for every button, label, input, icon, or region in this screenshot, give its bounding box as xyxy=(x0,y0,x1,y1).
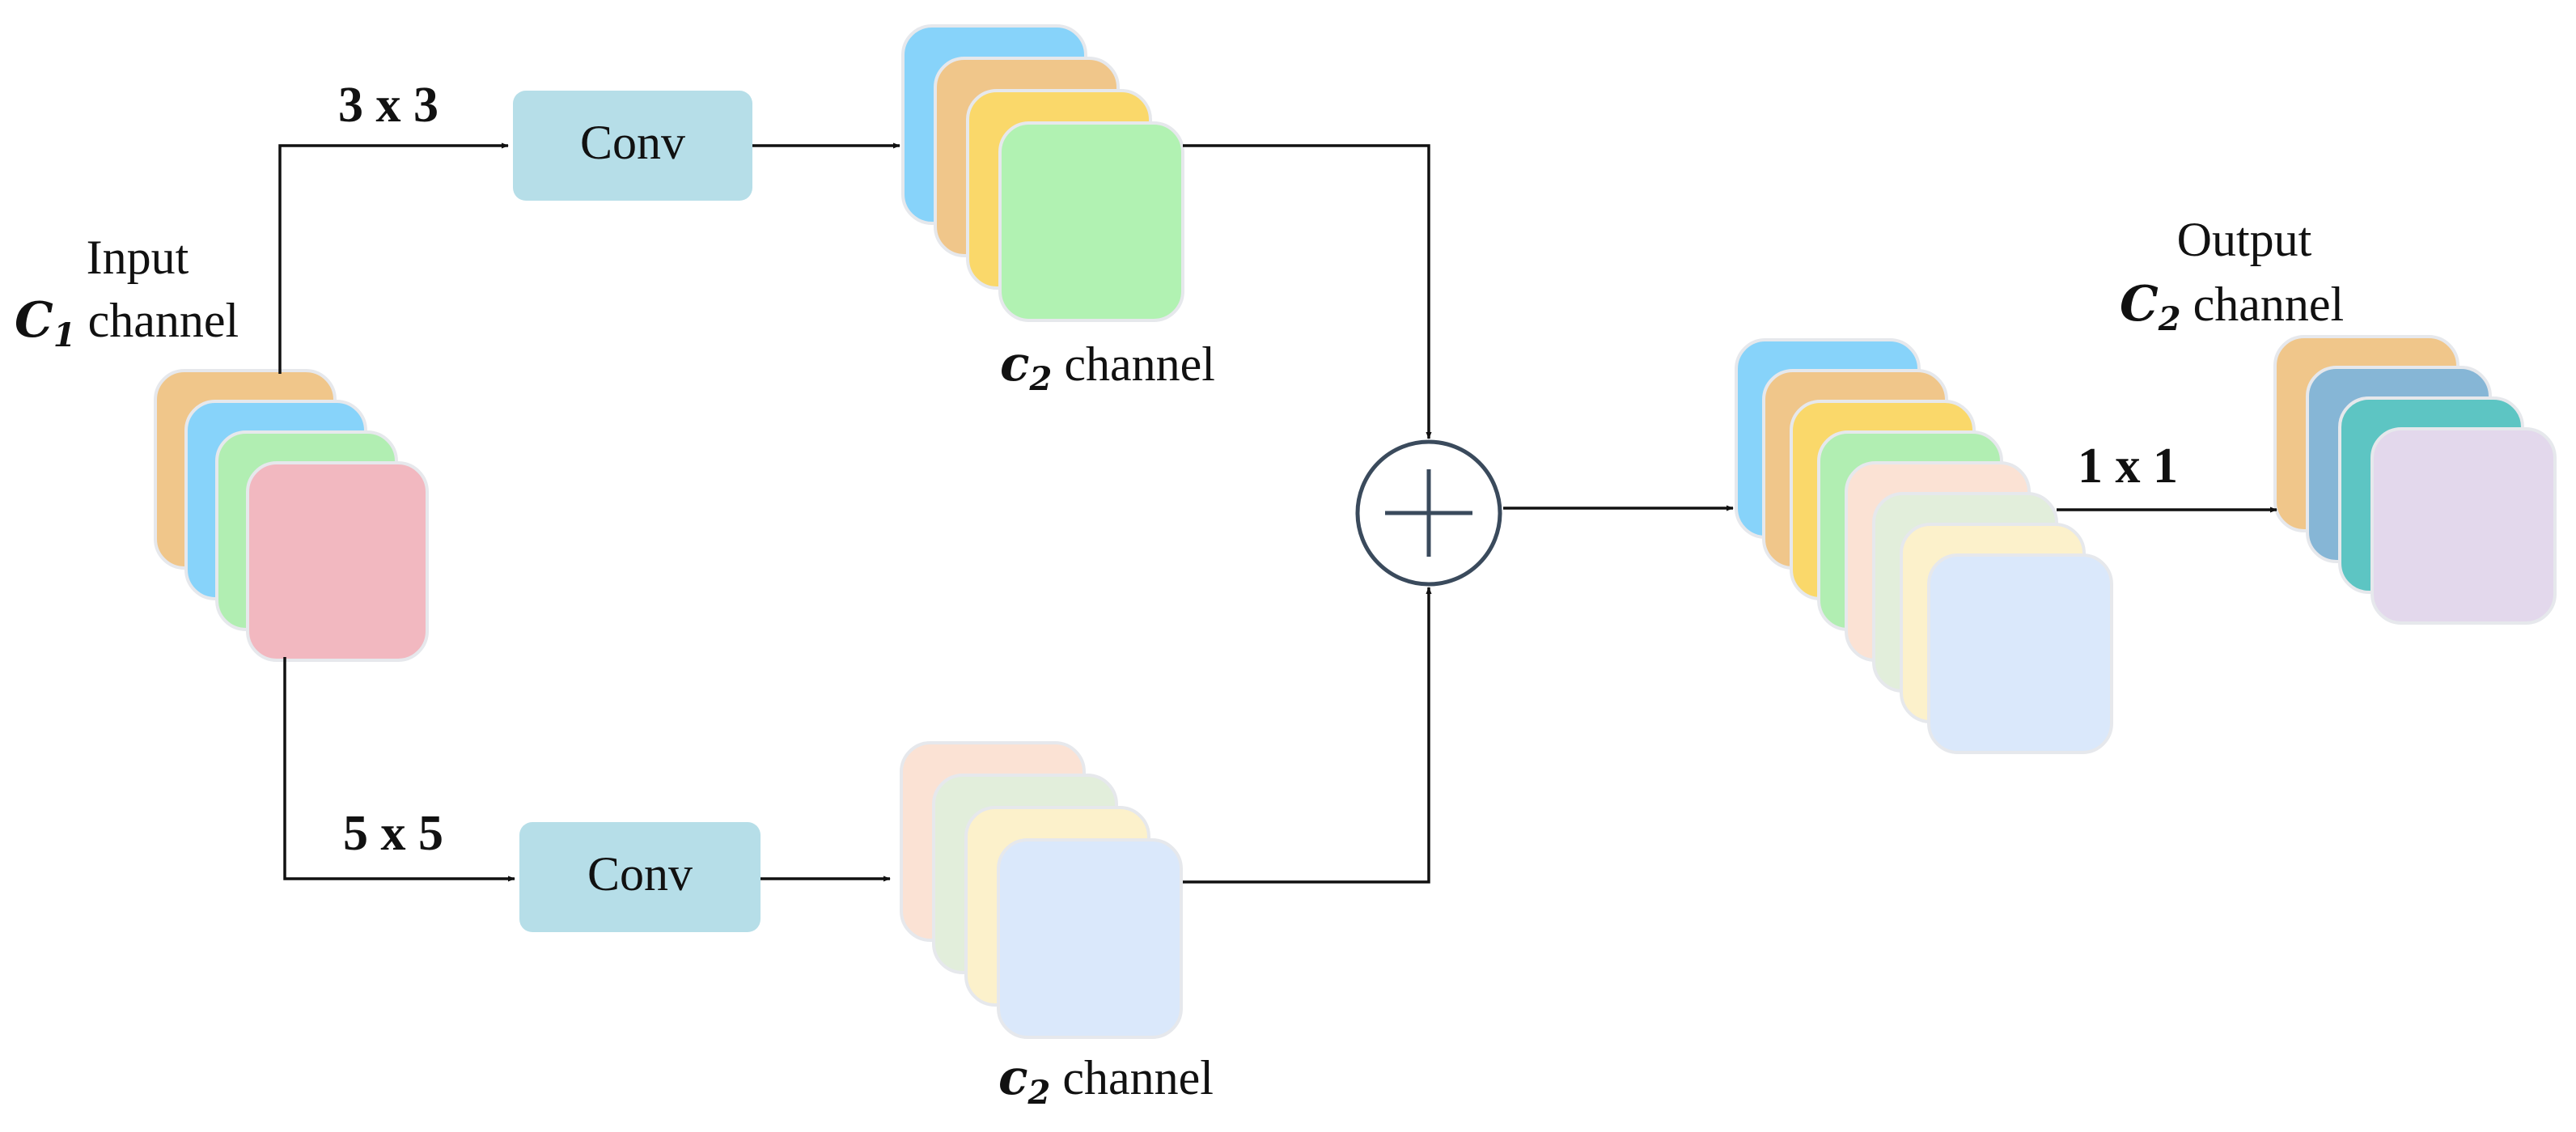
bottom-conv-block: Conv xyxy=(519,822,761,932)
input-channel-sub: 1 xyxy=(53,316,76,354)
connectors xyxy=(278,142,2277,884)
plus-icon xyxy=(1385,469,1472,557)
top-channel-text: channel xyxy=(1052,337,1215,391)
top-branch-card-4 xyxy=(998,121,1184,322)
bottom-branch-channel-label: c2 channel xyxy=(998,1049,1214,1112)
bottom-branch-feature-stack xyxy=(900,741,1183,1039)
top-channel-var: c xyxy=(1000,336,1030,392)
bottom-branch-card-4 xyxy=(997,838,1183,1039)
bottom-stack-to-sum-arrow xyxy=(1183,587,1432,884)
top-branch-feature-stack xyxy=(901,24,1184,322)
output-kernel-label: 1 x 1 xyxy=(2078,439,2178,494)
input-feature-stack xyxy=(154,369,429,662)
bottom-channel-var: c xyxy=(998,1049,1028,1106)
input-card-4 xyxy=(246,461,429,662)
top-channel-sub: 2 xyxy=(1029,360,1053,398)
top-stack-to-sum-arrow xyxy=(1183,144,1432,439)
top-conv-block: Conv xyxy=(513,91,752,201)
sum-node xyxy=(1355,439,1502,587)
output-channel-text: channel xyxy=(2181,278,2345,331)
combined-card-8 xyxy=(1927,553,2113,754)
output-channel-var: C xyxy=(2120,276,2159,333)
input-to-top-conv-arrow xyxy=(278,142,509,374)
bottom-channel-sub: 2 xyxy=(1027,1074,1051,1112)
output-feature-stack xyxy=(2273,335,2557,625)
output-label: Output xyxy=(2177,213,2312,266)
bottom-conv-label: Conv xyxy=(587,847,693,901)
input-channel-text: channel xyxy=(76,294,239,347)
input-channel-label: C1 channel xyxy=(15,292,239,354)
top-kernel-label: 3 x 3 xyxy=(338,78,439,133)
output-channel-sub: 2 xyxy=(2158,300,2181,338)
input-to-bottom-conv-arrow xyxy=(283,657,515,882)
bottom-channel-text: channel xyxy=(1050,1051,1214,1104)
input-channel-var: C xyxy=(15,292,53,349)
output-channel-label: C2 channel xyxy=(2120,276,2344,338)
output-card-4 xyxy=(2371,427,2557,625)
combined-feature-stack xyxy=(1735,338,2113,754)
top-branch-channel-label: c2 channel xyxy=(1000,336,1215,398)
top-conv-label: Conv xyxy=(580,116,685,169)
bottom-kernel-label: 5 x 5 xyxy=(343,806,443,861)
input-label: Input xyxy=(87,231,189,284)
